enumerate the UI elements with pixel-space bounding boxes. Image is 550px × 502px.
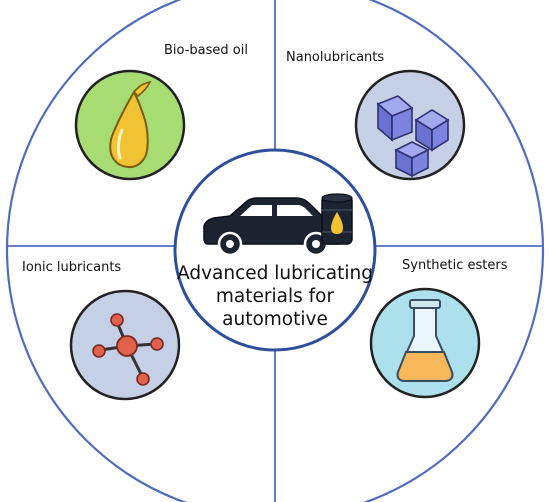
oil-drop-icon (109, 80, 152, 168)
oil-barrel-icon (321, 193, 353, 245)
label-bio-based-oil: Bio-based oil (164, 43, 248, 58)
cubes-icon (376, 95, 450, 178)
nanolubricants-badge (354, 69, 466, 181)
center-title-line-3: automotive (222, 309, 328, 330)
ionic-lubricants-badge (69, 289, 181, 401)
center-title-line-1: Advanced lubricating (177, 263, 373, 284)
center-title: Advanced lubricating materials for autom… (160, 262, 390, 331)
label-synthetic-esters: Synthetic esters (402, 258, 508, 273)
synthetic-esters-badge (369, 287, 481, 399)
molecule-icon (92, 313, 164, 386)
flask-icon (396, 299, 454, 382)
center-title-line-2: materials for (215, 286, 335, 307)
label-ionic-lubricants: Ionic lubricants (22, 260, 122, 275)
bio-based-oil-badge (74, 69, 186, 181)
label-nanolubricants: Nanolubricants (286, 50, 385, 65)
car-icon (203, 197, 343, 257)
